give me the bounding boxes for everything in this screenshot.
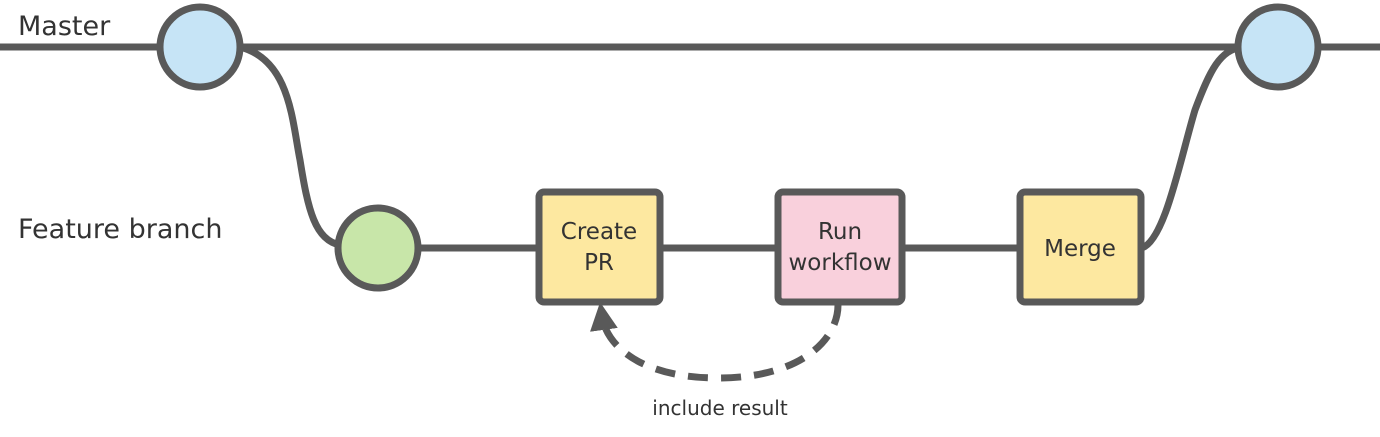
merge-label: Merge	[1044, 236, 1116, 262]
merge-back-curve	[1138, 43, 1246, 252]
feedback-arrow	[590, 302, 842, 382]
master-merge-commit	[1234, 3, 1322, 91]
run-workflow-box	[774, 188, 906, 306]
feature-branch-label: Feature branch	[18, 214, 222, 245]
merge-box	[1016, 188, 1145, 306]
run-workflow-label-line2: workflow	[788, 250, 891, 276]
create-pr-label-line1: Create	[561, 219, 637, 245]
feature-commit	[334, 204, 422, 292]
master-label: Master	[18, 11, 111, 42]
master-start-commit	[156, 3, 244, 91]
create-pr-box	[535, 188, 664, 306]
include-result-label: include result	[652, 396, 788, 420]
run-workflow-label-line1: Run	[818, 219, 862, 245]
create-pr-label-line2: PR	[584, 250, 614, 276]
branch-out-curve	[236, 43, 344, 249]
